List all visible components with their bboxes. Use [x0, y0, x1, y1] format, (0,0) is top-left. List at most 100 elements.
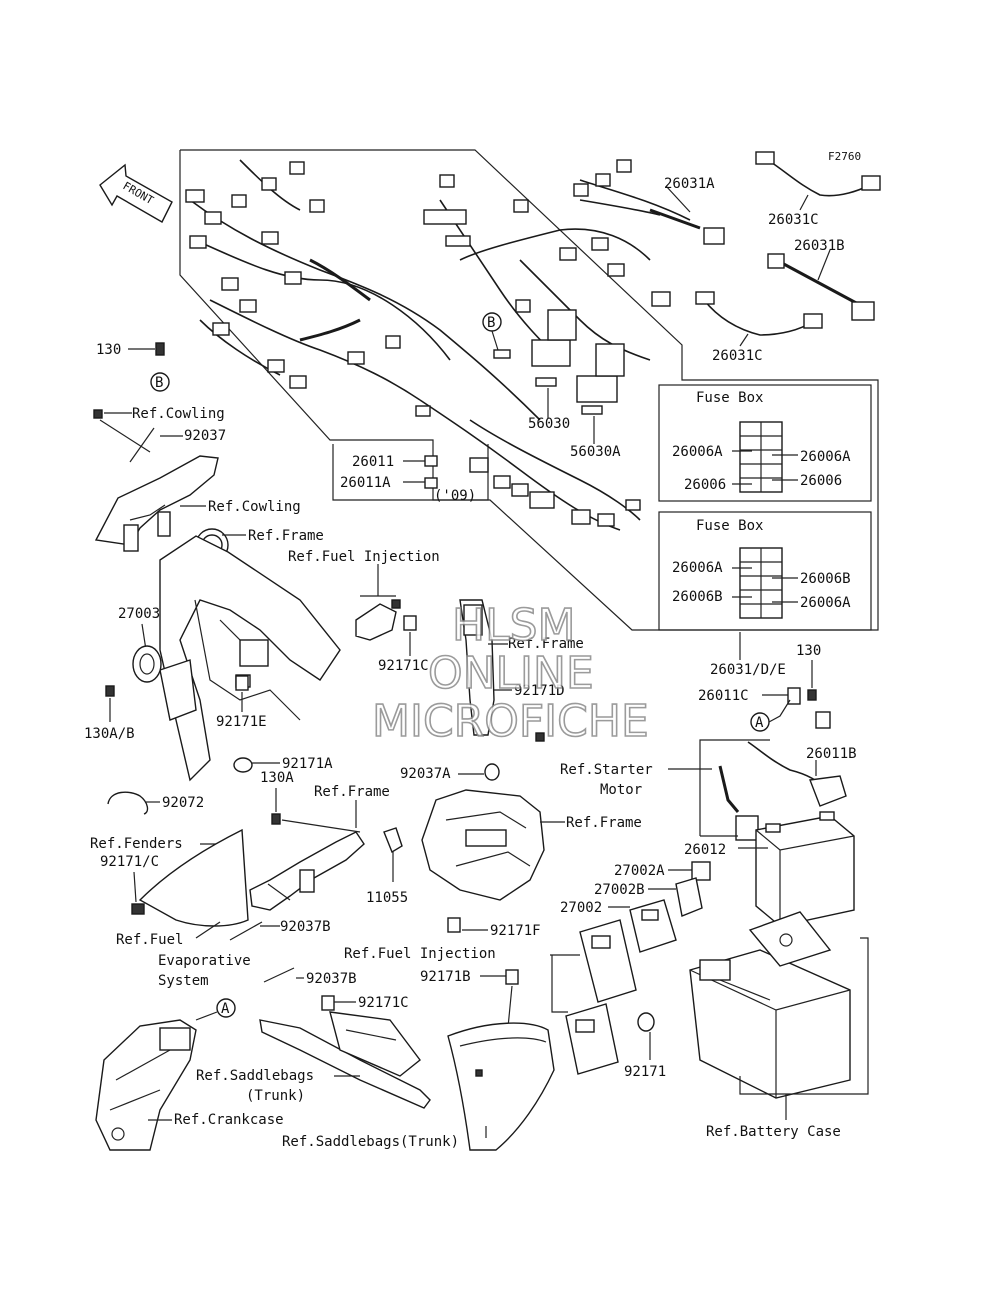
watermark-line1: HLSM [452, 600, 576, 651]
label-ref-saddle-2: (Trunk) [246, 1088, 305, 1104]
label-27002a: 27002A [614, 863, 665, 879]
label-ref-starter-2: Motor [600, 782, 642, 798]
label-92171f: 92171F [490, 923, 541, 939]
battery-case [689, 911, 851, 1099]
saddlebag-bracket [259, 1011, 431, 1109]
label-ref-cowling-2: Ref.Cowling [208, 499, 301, 515]
label-92171d: 92171D [514, 683, 565, 699]
watermark-line2: ONLINE [428, 648, 594, 699]
callout-a-left [216, 998, 236, 1018]
label-27003: 27003 [118, 606, 160, 622]
callout-b-harness-text: B [487, 315, 495, 331]
fuse-lower-left-2: 26006B [672, 589, 723, 605]
label-130a: 130A [260, 770, 294, 786]
watermark: HLSM ONLINE MICROFICHE [371, 599, 649, 748]
fuse-lower-left-1: 26006A [672, 560, 723, 576]
label-26011: 26011 [352, 454, 394, 470]
callout-b-left-text: B [155, 375, 163, 391]
label-130ab: 130A/B [84, 726, 135, 742]
label-92171b: 92171B [420, 969, 471, 985]
label-26011c: 26011C [698, 688, 749, 704]
fuel-injection-bracket [355, 599, 401, 641]
figure-code: F2760 [828, 150, 861, 163]
part-26011a [424, 477, 438, 489]
label-ref-fuel-inj-1: Ref.Fuel Injection [288, 549, 440, 565]
label-56030: 56030 [528, 416, 570, 432]
part-92171a [233, 757, 253, 773]
fuse-box-lower-title: Fuse Box [696, 518, 763, 534]
fuse-lower-right-1: 26006B [800, 571, 851, 587]
crankcase-cover [95, 1019, 197, 1151]
part-26011c [787, 687, 801, 705]
saddlebag-trunk [447, 1022, 555, 1151]
part-26011 [424, 455, 438, 467]
label-92171c-slash: 92171/C [100, 854, 159, 870]
fuse-box-lower: Fuse Box 26006A 26006B 26006B 26006A [658, 511, 872, 631]
part-92171f [447, 917, 461, 933]
battery [755, 811, 855, 927]
label-92171e: 92171E [216, 714, 267, 730]
fender-panel [131, 828, 249, 927]
part-27002 [629, 899, 677, 953]
label-ref-fuel-evap-1: Ref.Fuel [116, 932, 183, 948]
cowling-bracket [94, 455, 219, 552]
part-92037b-1 [229, 921, 263, 941]
label-26012: 26012 [684, 842, 726, 858]
bolt-130 [155, 342, 165, 356]
label-11055: 11055 [366, 890, 408, 906]
part-92037a [484, 763, 500, 781]
label-26011a: 26011A [340, 475, 391, 491]
fuse-upper-left-1: 26006A [672, 444, 723, 460]
front-arrow-icon: FRONT [99, 163, 173, 223]
fuse-upper-right-2: 26006 [800, 473, 842, 489]
fuse-box-upper: Fuse Box 26006A 26006 26006A 26006 [658, 384, 872, 502]
label-92171c-1: 92171C [378, 658, 429, 674]
label-92037: 92037 [184, 428, 226, 444]
label-ref-frame-2: Ref.Frame [508, 636, 584, 652]
label-ref-saddle-1: Ref.Saddlebags [196, 1068, 314, 1084]
label-56030a: 56030A [570, 444, 621, 460]
part-92072 [107, 791, 149, 815]
label-ref-crankcase: Ref.Crankcase [174, 1112, 284, 1128]
callout-b-left [150, 372, 170, 392]
label-ref-frame-1: Ref.Frame [248, 528, 324, 544]
part-92171e [235, 675, 249, 691]
label-ref-fuel-inj-2: Ref.Fuel Injection [344, 946, 496, 962]
frame [159, 528, 341, 782]
label-130: 130 [96, 342, 121, 358]
label-92037b-1: 92037B [280, 919, 331, 935]
harness-26031a [573, 159, 725, 245]
label-27002: 27002 [560, 900, 602, 916]
part-11055 [383, 827, 403, 854]
part-92171 [637, 1012, 655, 1032]
label-26031de: 26031/D/E [710, 662, 786, 678]
label-92171: 92171 [624, 1064, 666, 1080]
harness-outline [179, 149, 879, 631]
fuse-upper-left-2: 26006 [684, 477, 726, 493]
label-ref-starter-1: Ref.Starter [560, 762, 653, 778]
label-ref-frame-3: Ref.Frame [314, 784, 390, 800]
part-92171c-2 [321, 995, 335, 1011]
label-92171c-2: 92171C [358, 995, 409, 1011]
harness-26031b [767, 253, 875, 321]
label-ref-frame-4: Ref.Frame [566, 815, 642, 831]
part-27002b [675, 877, 703, 917]
label-09: ('09) [434, 488, 476, 504]
part-27002a [691, 861, 711, 881]
part-27003 [132, 645, 162, 683]
callout-a-left-text: A [221, 1001, 230, 1017]
fuse-lower-right-2: 26006A [800, 595, 851, 611]
label-130-right: 130 [796, 643, 821, 659]
harness-26031c-top [755, 151, 881, 197]
watermark-line3: MICROFICHE [372, 696, 649, 747]
part-92171c-1 [403, 615, 417, 631]
part-92037b-2 [263, 967, 295, 983]
label-92171a: 92171A [282, 756, 333, 772]
label-ref-saddle-trunk: Ref.Saddlebags(Trunk) [282, 1134, 459, 1150]
label-92037a: 92037A [400, 766, 451, 782]
label-26031a: 26031A [664, 176, 715, 192]
label-92072: 92072 [162, 795, 204, 811]
label-ref-cowling-1: Ref.Cowling [132, 406, 225, 422]
label-26031c-mid: 26031C [712, 348, 763, 364]
